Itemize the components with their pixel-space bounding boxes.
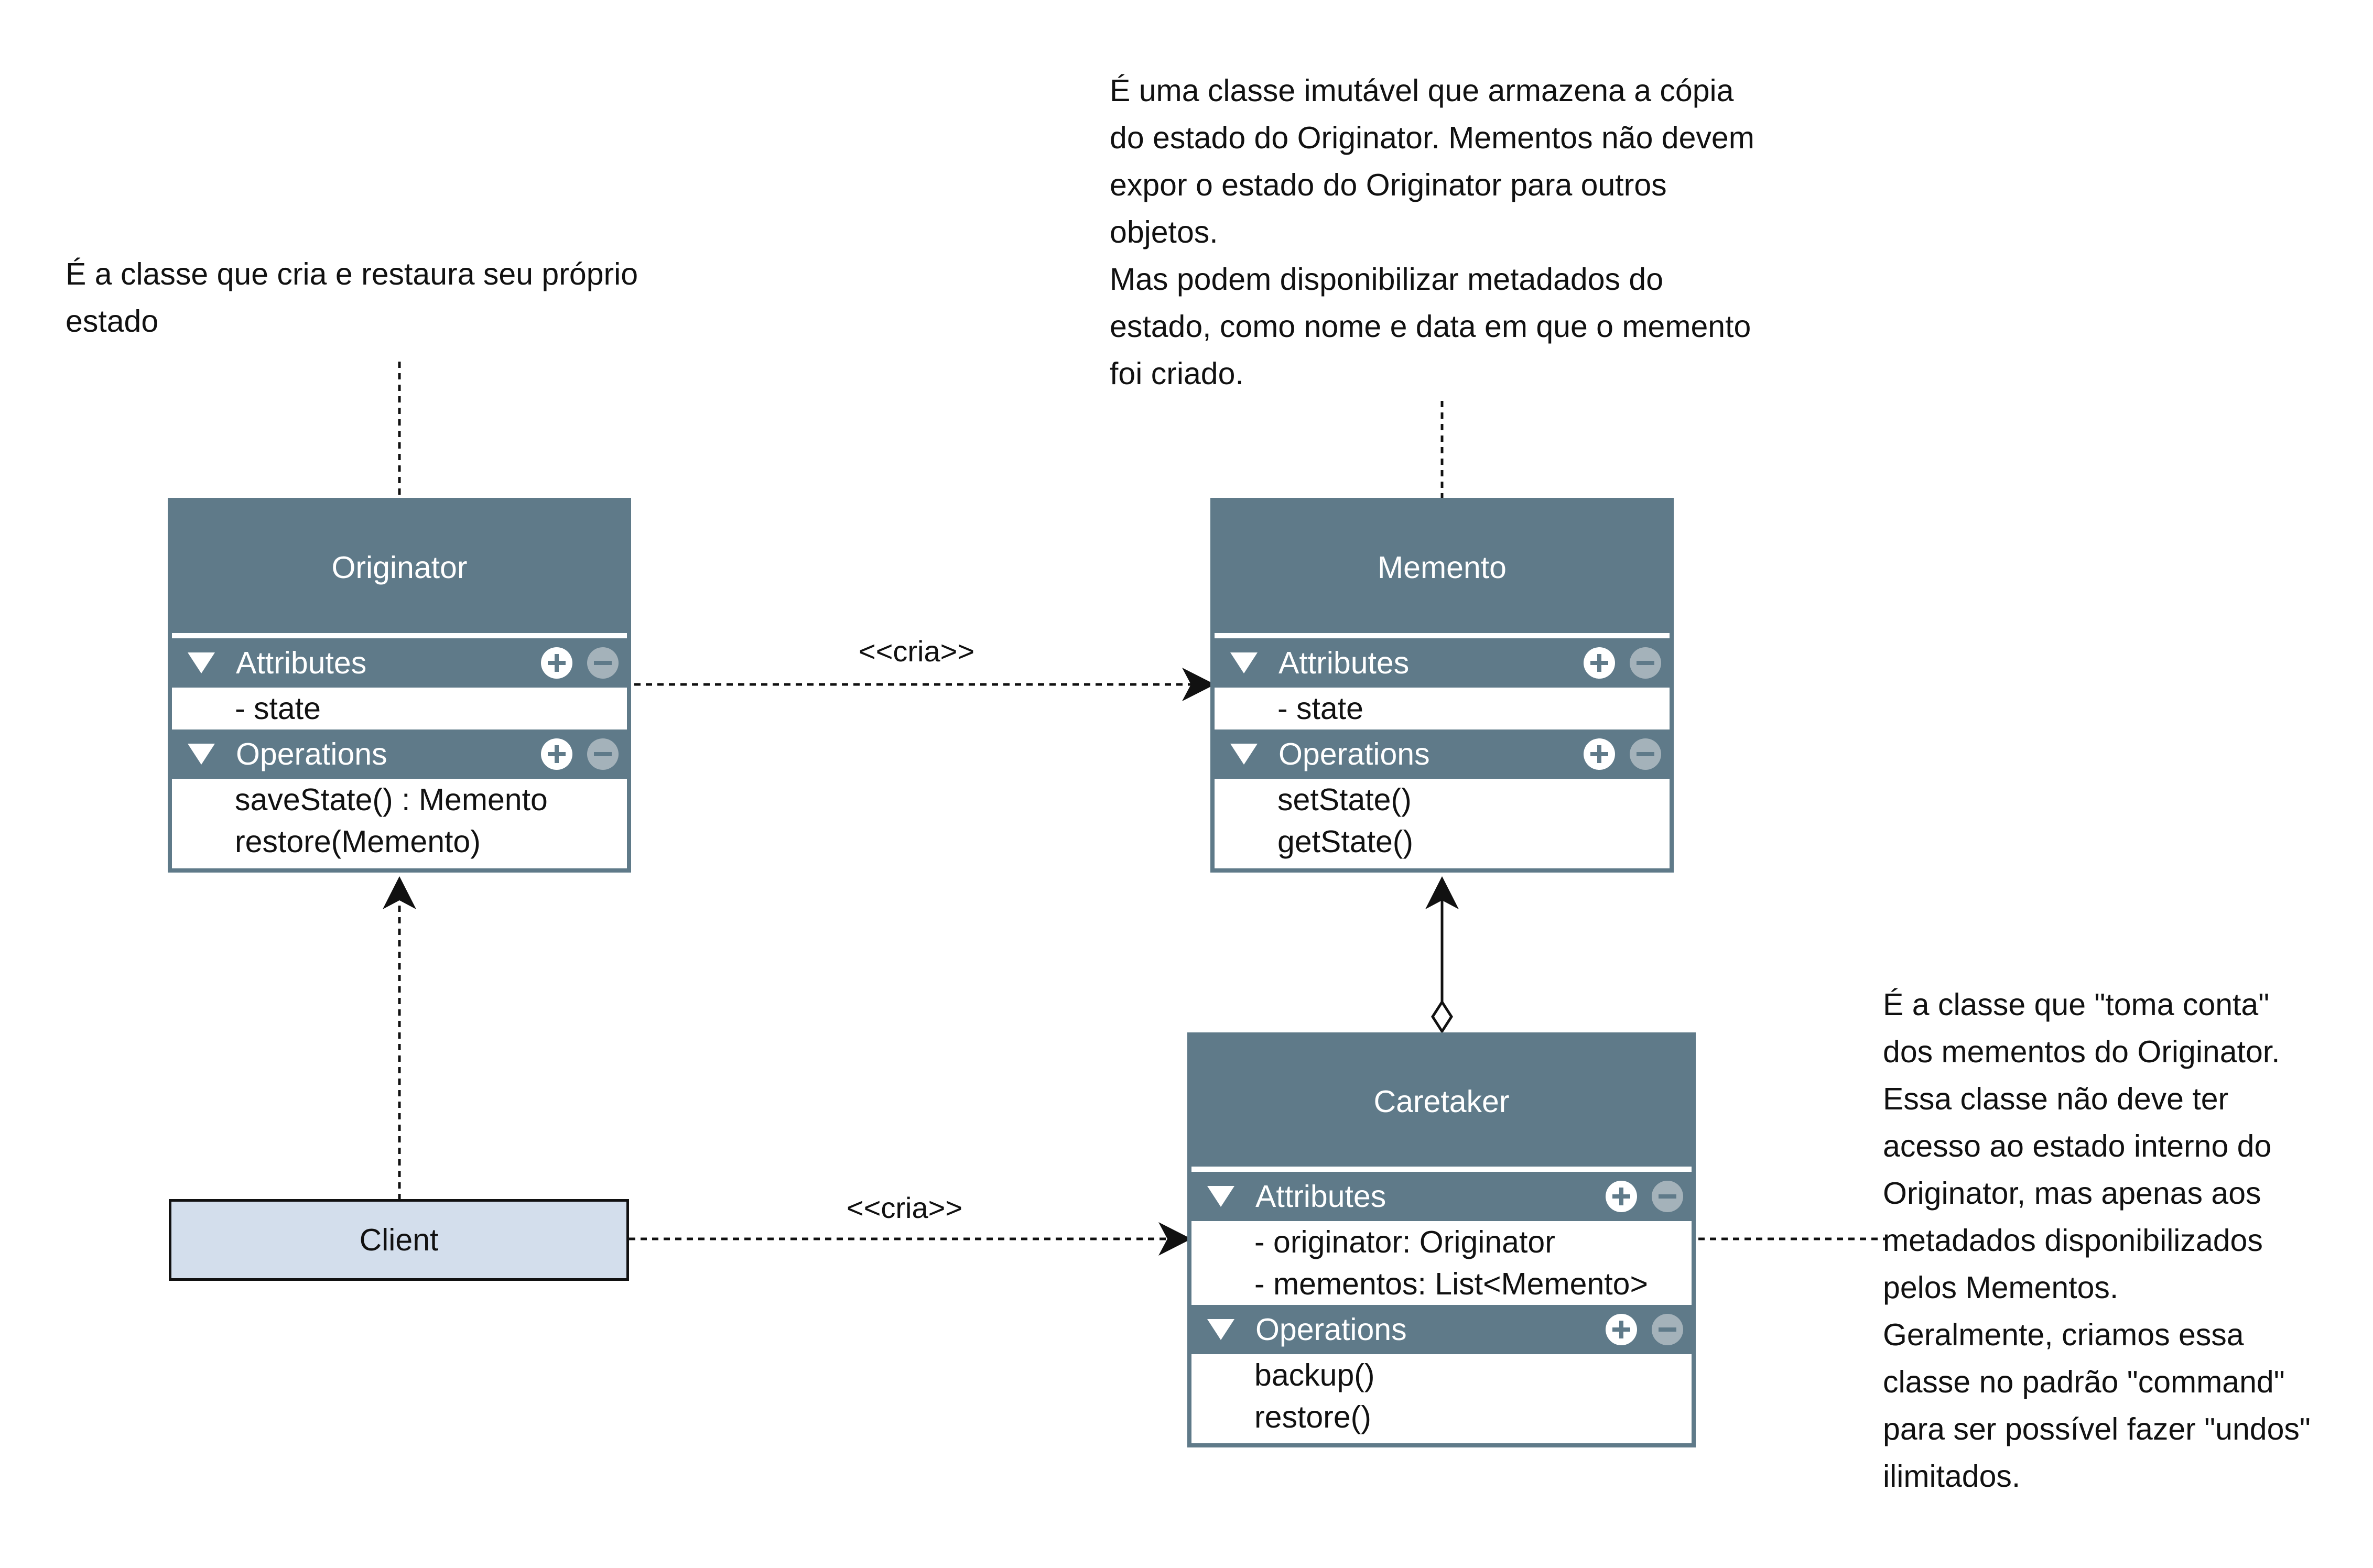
class-title: Originator <box>172 502 627 638</box>
note-line: objetos. <box>1110 215 1218 249</box>
note-line: ilimitados. <box>1883 1459 2021 1494</box>
attributes-section-header[interactable]: Attributes <box>1215 638 1670 688</box>
add-icon[interactable] <box>1584 738 1615 770</box>
attribute-row: - mementos: List<Memento> <box>1254 1267 1648 1301</box>
originator-class[interactable]: Originator Attributes - state Operations… <box>168 498 631 873</box>
originator-note: É a classe que cria e restaura seu própr… <box>66 251 638 345</box>
note-line: foi criado. <box>1110 356 1244 391</box>
arrowhead-client-originator <box>383 876 416 909</box>
collapse-triangle-icon[interactable] <box>1207 1186 1234 1207</box>
aggregation-diamond <box>1431 999 1453 1034</box>
attribute-row: - state <box>1277 691 1363 726</box>
note-line: metadados disponibilizados <box>1883 1223 2263 1258</box>
note-line: É a classe que cria e restaura seu própr… <box>66 257 638 291</box>
arrowhead-caretaker-memento <box>1425 876 1459 909</box>
attributes-list: - originator: Originator - mementos: Lis… <box>1191 1221 1692 1305</box>
remove-icon[interactable] <box>1652 1181 1683 1212</box>
note-line: dos mementos do Originator. <box>1883 1035 2280 1069</box>
operations-list: setState() getState() <box>1215 779 1670 863</box>
class-title: Caretaker <box>1191 1037 1692 1172</box>
add-icon[interactable] <box>1606 1181 1637 1212</box>
note-line: classe no padrão "command" <box>1883 1365 2285 1399</box>
caretaker-class[interactable]: Caretaker Attributes - originator: Origi… <box>1187 1032 1696 1447</box>
add-icon[interactable] <box>1584 647 1615 679</box>
note-line: para ser possível fazer "undos" <box>1883 1412 2311 1446</box>
attributes-section-header[interactable]: Attributes <box>1191 1172 1692 1221</box>
section-label: Operations <box>1278 737 1430 771</box>
note-line: pelos Mementos. <box>1883 1270 2119 1305</box>
collapse-triangle-icon[interactable] <box>1230 744 1258 765</box>
operations-list: saveState() : Memento restore(Memento) <box>172 779 627 863</box>
note-line: estado, como nome e data em que o mement… <box>1110 309 1751 344</box>
remove-icon[interactable] <box>1652 1314 1683 1345</box>
note-line: Originator, mas apenas aos <box>1883 1176 2261 1211</box>
operation-row: getState() <box>1277 824 1414 859</box>
note-line: acesso ao estado interno do <box>1883 1129 2272 1163</box>
note-line: Essa classe não deve ter <box>1883 1082 2229 1116</box>
operations-list: backup() restore() <box>1191 1354 1692 1438</box>
attributes-section-header[interactable]: Attributes <box>172 638 627 688</box>
arrowhead-client-caretaker <box>1158 1222 1191 1256</box>
attribute-row: - state <box>235 691 321 726</box>
remove-icon[interactable] <box>587 738 619 770</box>
operations-section-header[interactable]: Operations <box>1191 1305 1692 1354</box>
note-line: É a classe que "toma conta" <box>1883 987 2270 1022</box>
attributes-list: - state <box>1215 688 1670 729</box>
operation-row: backup() <box>1254 1358 1375 1392</box>
edge-label-originator-memento: <<cria>> <box>859 635 975 668</box>
add-icon[interactable] <box>541 738 572 770</box>
arrowhead-originator-memento <box>1182 668 1215 701</box>
add-icon[interactable] <box>541 647 572 679</box>
operation-row: restore(Memento) <box>235 824 481 859</box>
caretaker-note: É a classe que "toma conta" dos mementos… <box>1883 981 2311 1500</box>
note-line: expor o estado do Originator para outros <box>1110 168 1667 202</box>
section-label: Attributes <box>1278 646 1410 680</box>
operation-row: restore() <box>1254 1400 1371 1434</box>
memento-class[interactable]: Memento Attributes - state Operations se… <box>1210 498 1674 873</box>
client-box[interactable]: Client <box>169 1199 629 1281</box>
attribute-row: - originator: Originator <box>1254 1225 1555 1259</box>
note-line: do estado do Originator. Mementos não de… <box>1110 121 1754 155</box>
operations-section-header[interactable]: Operations <box>1215 729 1670 779</box>
note-line: É uma classe imutável que armazena a cóp… <box>1110 73 1734 108</box>
section-label: Attributes <box>236 646 367 680</box>
note-line: Mas podem disponibilizar metadados do <box>1110 262 1664 297</box>
attributes-list: - state <box>172 688 627 729</box>
remove-icon[interactable] <box>1630 738 1661 770</box>
section-label: Operations <box>236 737 387 771</box>
collapse-triangle-icon[interactable] <box>188 652 215 673</box>
edge-label-client-caretaker: <<cria>> <box>847 1191 963 1224</box>
add-icon[interactable] <box>1606 1314 1637 1345</box>
note-line: estado <box>66 304 159 339</box>
collapse-triangle-icon[interactable] <box>188 744 215 765</box>
remove-icon[interactable] <box>1630 647 1661 679</box>
operations-section-header[interactable]: Operations <box>172 729 627 779</box>
collapse-triangle-icon[interactable] <box>1230 652 1258 673</box>
class-title: Memento <box>1215 502 1670 638</box>
operation-row: saveState() : Memento <box>235 782 548 817</box>
section-label: Attributes <box>1255 1179 1386 1214</box>
section-label: Operations <box>1255 1312 1407 1347</box>
operation-row: setState() <box>1277 782 1412 817</box>
remove-icon[interactable] <box>587 647 619 679</box>
memento-note: É uma classe imutável que armazena a cóp… <box>1110 67 1754 397</box>
note-line: Geralmente, criamos essa <box>1883 1317 2244 1352</box>
collapse-triangle-icon[interactable] <box>1207 1319 1234 1340</box>
